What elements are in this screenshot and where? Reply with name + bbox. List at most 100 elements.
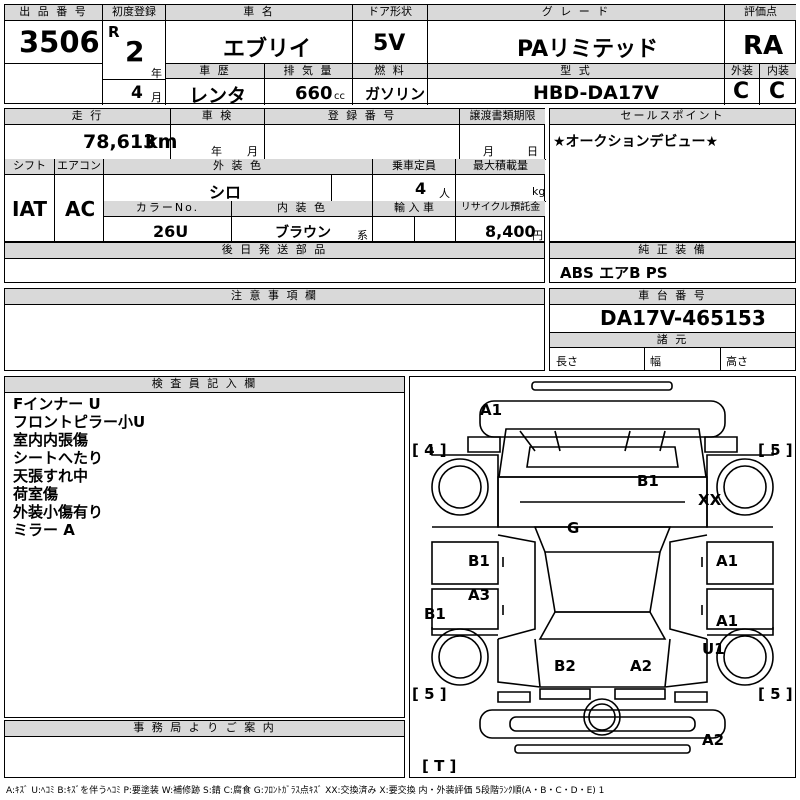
registration-month: 4 [131, 83, 143, 103]
inspection-month-unit: 月 [247, 145, 258, 158]
era-letter: R [108, 23, 120, 41]
interior-grade-header: 内装 [760, 63, 796, 79]
inspector-notes-list: Fインナー U フロントピラー小U 室内内張傷 シートへたり 天張すれ中 荷室傷… [13, 395, 145, 539]
damage-mark-roof: G [567, 519, 580, 537]
note-line: 室内内張傷 [13, 431, 89, 449]
office-notice-box: 事 務 局 よ り ご 案 内 [4, 720, 405, 778]
inspection-year-unit: 年 [211, 145, 222, 158]
genuine-equipment-box: 純 正 装 備 ABS エアB PS [549, 242, 796, 283]
inspector-notes-header: 検 査 員 記 入 欄 [5, 377, 404, 393]
note-line: フロントピラー小U [13, 413, 146, 431]
registration-year-unit: 年 [151, 67, 162, 80]
door-type-header: ドア形状 [353, 5, 427, 21]
capacity-value: 4 [415, 179, 427, 198]
displacement-header: 排 気 量 [265, 63, 352, 79]
chassis-box: 車 台 番 号 DA17V-465153 諸 元 長さ 幅 高さ [549, 288, 796, 371]
chassis-number-header: 車 台 番 号 [550, 289, 795, 305]
capacity-unit: 人 [439, 187, 450, 200]
exterior-grade-header: 外装 [725, 63, 759, 79]
recycle-fee-unit: 円 [532, 229, 543, 242]
mileage-value: 78,613 [83, 131, 157, 153]
later-parts-box: 後 日 発 送 部 品 [4, 242, 545, 283]
aircon-value: AC [65, 197, 96, 221]
interior-color-header: 内 装 色 [232, 201, 372, 217]
first-registration-header: 初度登録 [103, 5, 165, 21]
deadline-month-unit: 月 [483, 145, 494, 158]
genuine-equipment-header: 純 正 装 備 [550, 243, 795, 259]
sales-point-box: セールスポイント ★オークションデビュー★ [549, 108, 796, 242]
model-code-value: HBD-DA17V [533, 82, 660, 104]
interior-grade-value: C [769, 79, 786, 104]
interior-color-suffix: 系 [357, 229, 368, 242]
displacement-value: 660 [295, 83, 333, 104]
damage-diagram-box: [ 4 ] [ 5 ] [ 5 ] [ 5 ] [ T ] A1 B1 XX G… [409, 376, 796, 778]
grade-header: グ レ ー ド [428, 5, 724, 21]
fuel-value: ガソリン [365, 85, 426, 103]
exterior-color-header: 外 装 色 [104, 159, 372, 175]
inspector-notes-box: 検 査 員 記 入 欄 Fインナー U フロントピラー小U 室内内張傷 シートへ… [4, 376, 405, 718]
shift-value: IAT [12, 197, 48, 221]
import-header: 輸 入 車 [373, 201, 455, 217]
specs-header: 諸 元 [550, 332, 795, 348]
car-name-header: 車 名 [166, 5, 352, 21]
damage-mark-door-front-right: A1 [716, 552, 739, 570]
lot-number-value: 3506 [19, 25, 100, 59]
note-line: Fインナー U [13, 395, 101, 413]
max-load-header: 最大積載量 [456, 159, 545, 175]
damage-mark-side-left: A3 [468, 586, 491, 604]
model-code-header: 型 式 [428, 63, 724, 79]
inspection-header: 車 検 [171, 109, 264, 125]
later-parts-header: 後 日 発 送 部 品 [5, 243, 544, 259]
note-line: 天張すれ中 [13, 467, 89, 485]
transfer-deadline-header: 譲渡書類期限 [460, 109, 545, 125]
exterior-color-value: シロ [209, 183, 242, 202]
height-label: 高さ [726, 355, 748, 368]
registration-no-header: 登 録 番 号 [265, 109, 459, 125]
tire-front-right-depth: [ 5 ] [758, 441, 793, 459]
damage-mark-sill-left: B1 [424, 605, 446, 623]
damage-mark-front-bumper: A1 [480, 401, 503, 419]
damage-mark-front-fender-right: XX [698, 491, 722, 509]
tire-rear-left-depth: [ 5 ] [412, 685, 447, 703]
note-line: シートへたり [13, 449, 104, 467]
note-line: ミラー A [13, 521, 75, 539]
chassis-number-value: DA17V-465153 [600, 306, 766, 330]
interior-color-value: ブラウン [275, 225, 331, 241]
damage-mark-rear-fender-right: U1 [702, 640, 725, 658]
displacement-unit: cc [334, 91, 345, 102]
history-value: レンタ [189, 85, 247, 107]
rating-header: 評価点 [725, 5, 796, 21]
sales-point-value: ★オークションデビュー★ [553, 134, 719, 150]
damage-mark-hood: B1 [637, 472, 659, 490]
length-label: 長さ [556, 355, 578, 368]
shift-header: シフト [5, 159, 54, 175]
vehicle-outline-diagram [431, 381, 774, 754]
spare-tire-mark: [ T ] [422, 757, 457, 775]
lot-number-header: 出 品 番 号 [5, 5, 102, 21]
aircon-header: エアコン [55, 159, 103, 175]
mileage-unit: km [145, 131, 178, 153]
fuel-header: 燃 料 [353, 63, 427, 79]
office-notice-header: 事 務 局 よ り ご 案 内 [5, 721, 404, 737]
rating-value: RA [743, 31, 784, 61]
mileage-header: 走 行 [5, 109, 170, 125]
sales-point-header: セールスポイント [550, 109, 795, 125]
caution-header: 注 意 事 項 欄 [5, 289, 544, 305]
damage-mark-rear-right: A2 [630, 657, 653, 675]
registration-year: 2 [125, 35, 145, 68]
genuine-equipment-value: ABS エアB PS [560, 264, 668, 282]
note-line: 荷室傷 [13, 485, 59, 503]
door-type-value: 5V [373, 31, 406, 56]
recycle-fee-value: 8,400 [485, 222, 536, 241]
deadline-day-unit: 日 [527, 145, 538, 158]
registration-month-unit: 月 [151, 91, 162, 104]
tire-front-left-depth: [ 4 ] [412, 441, 447, 459]
grade-value: PAリミテッド [517, 37, 659, 62]
damage-mark-door-rear-right: A1 [716, 612, 739, 630]
damage-legend: A:ｷｽﾞ U:ﾍｺﾐ B:ｷｽﾞを伴うﾍｺﾐ P:要塗装 W:補修跡 S:錆 … [6, 786, 605, 796]
exterior-grade-value: C [733, 79, 750, 104]
note-line: 外装小傷有り [13, 503, 104, 521]
damage-mark-rear-bumper: A2 [702, 731, 725, 749]
history-header: 車 歴 [166, 63, 264, 79]
color-no-value: 26U [153, 222, 189, 241]
